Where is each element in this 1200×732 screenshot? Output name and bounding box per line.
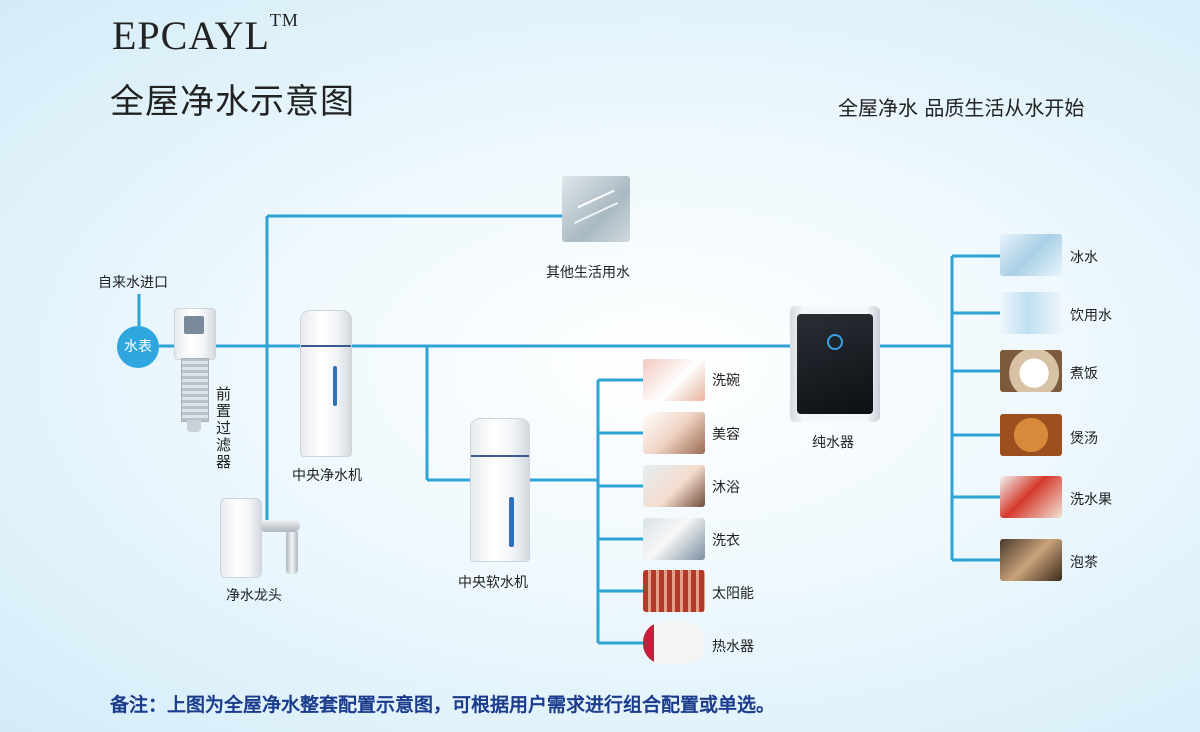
softener-device-image bbox=[470, 418, 530, 562]
ice-water-image bbox=[1000, 234, 1062, 276]
drinking-water-image bbox=[1000, 292, 1062, 334]
ro-purifier-label: 纯水器 bbox=[812, 435, 854, 451]
pure-use-label-4: 煲汤 bbox=[1070, 431, 1098, 447]
soft-use-label-3: 沐浴 bbox=[712, 480, 740, 496]
h2o-image bbox=[562, 176, 630, 242]
pure-use-label-5: 洗水果 bbox=[1070, 492, 1112, 508]
brand-name: EPCAYL bbox=[112, 13, 270, 58]
ro-purifier-device-image bbox=[790, 306, 880, 422]
soft-use-label-2: 美容 bbox=[712, 427, 740, 443]
pure-use-label-2: 饮用水 bbox=[1070, 308, 1112, 324]
footer-note: 备注：上图为全屋净水整套配置示意图，可根据用户需求进行组合配置或单选。 bbox=[110, 694, 776, 716]
shower-image bbox=[643, 465, 705, 507]
solar-heater-image bbox=[643, 570, 705, 612]
pure-use-label-6: 泡茶 bbox=[1070, 555, 1098, 571]
water-meter-badge: 水表 bbox=[117, 326, 159, 368]
softener-label: 中央软水机 bbox=[458, 575, 528, 591]
rice-cooking-image bbox=[1000, 350, 1062, 392]
inlet-label: 自来水进口 bbox=[98, 275, 168, 291]
tea-image bbox=[1000, 539, 1062, 581]
slogan: 全屋净水 品质生活从水开始 bbox=[838, 96, 1085, 120]
pure-use-label-3: 煮饭 bbox=[1070, 366, 1098, 382]
soft-use-label-4: 洗衣 bbox=[712, 533, 740, 549]
faucet-device-image bbox=[220, 498, 305, 578]
dishwashing-image bbox=[643, 359, 705, 401]
soft-use-label-6: 热水器 bbox=[712, 639, 754, 655]
prefilter-label: 前置过滤器 bbox=[216, 385, 232, 471]
brand-logo: EPCAYLTM bbox=[112, 10, 299, 59]
central-purifier-device-image bbox=[300, 310, 352, 457]
soft-use-label-5: 太阳能 bbox=[712, 586, 754, 602]
page-title: 全屋净水示意图 bbox=[110, 82, 355, 122]
prefilter-device-image bbox=[172, 308, 218, 433]
soft-use-label-1: 洗碗 bbox=[712, 373, 740, 389]
water-heater-image bbox=[643, 622, 705, 664]
faucet-label: 净水龙头 bbox=[226, 588, 282, 604]
laundry-image bbox=[643, 518, 705, 560]
pure-use-label-1: 冰水 bbox=[1070, 250, 1098, 266]
beauty-image bbox=[643, 412, 705, 454]
trademark-mark: TM bbox=[269, 10, 299, 30]
fruit-washing-image bbox=[1000, 476, 1062, 518]
soup-image bbox=[1000, 414, 1062, 456]
central-purifier-label: 中央净水机 bbox=[292, 468, 362, 484]
other-water-label: 其他生活用水 bbox=[546, 265, 630, 281]
